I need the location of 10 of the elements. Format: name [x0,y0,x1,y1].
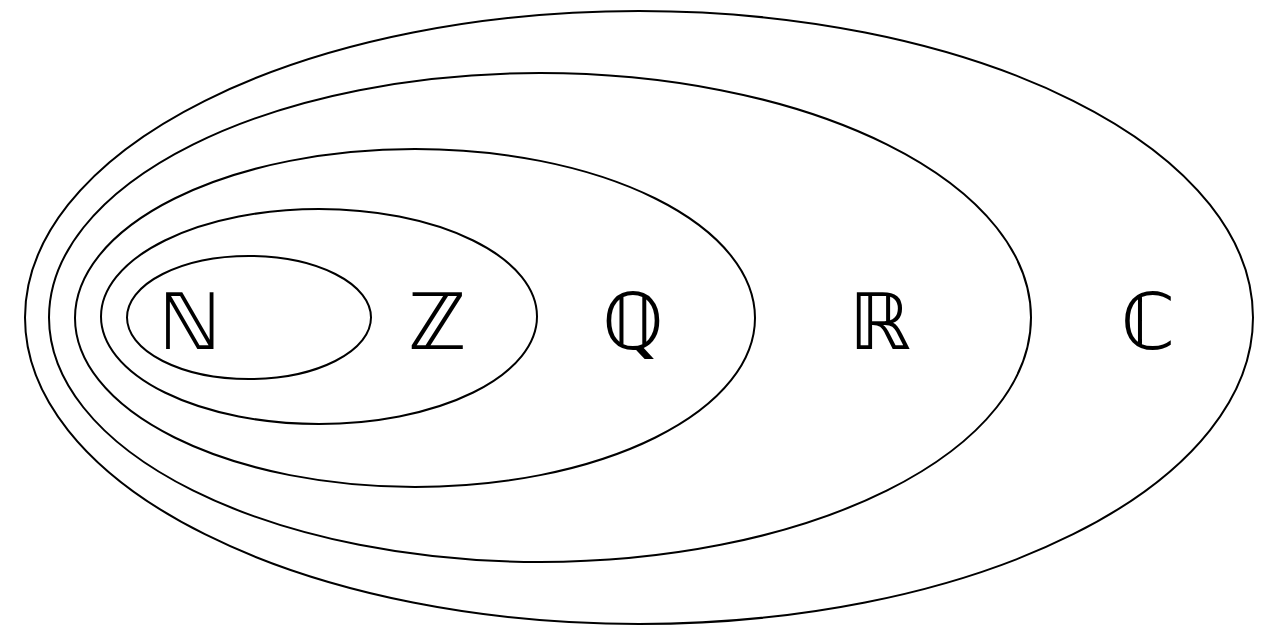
set-symbol: ℕ [158,283,222,361]
set-symbol: ℝ [849,283,911,361]
set-symbol: ℂ [1120,283,1176,361]
set-ellipse [48,72,1032,563]
set-ellipse [74,148,756,488]
set-ellipse [126,255,372,380]
set-ellipse [24,10,1254,625]
set-ellipse [100,208,538,425]
set-symbol: ℚ [602,283,664,361]
set-symbol: ℤ [407,283,467,361]
